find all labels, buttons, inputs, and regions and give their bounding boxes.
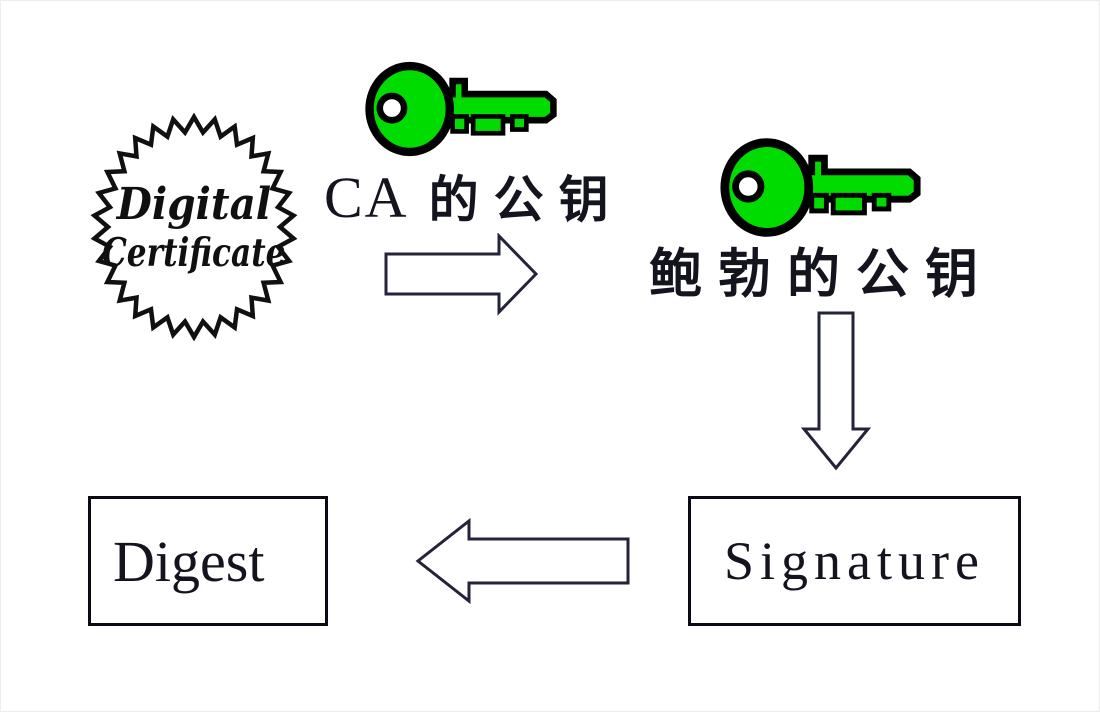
arrow-right-shape	[384, 233, 539, 316]
arrow-down-icon	[800, 311, 872, 471]
signature-box: Signature	[688, 496, 1021, 626]
digest-box: Digest	[88, 496, 328, 626]
arrow-left-shape	[415, 517, 630, 605]
bob-public-key-icon	[718, 136, 923, 239]
ca-key-label-cjk: 的公钥	[428, 172, 624, 228]
digest-box-label: Digest	[113, 528, 265, 594]
ca-public-key-icon	[363, 60, 559, 158]
arrow-down-shape	[800, 311, 872, 471]
arrow-left-icon	[415, 517, 630, 605]
seal-line2: Certificate	[102, 230, 286, 276]
arrow-right-icon	[384, 233, 539, 316]
seal-line1: Digital	[116, 179, 272, 230]
digital-certificate-seal: Digital Certificate	[89, 113, 299, 341]
ca-key-label-prefix: CA	[324, 165, 409, 230]
starburst-seal-icon	[90, 113, 298, 341]
signature-box-label: Signature	[724, 531, 985, 591]
seal-text: Digital Certificate	[89, 113, 299, 341]
ca-key-label: CA 的公钥	[324, 169, 624, 229]
seal-zigzag-border	[90, 113, 298, 341]
bob-key-label: 鲍勃的公钥	[649, 246, 994, 304]
